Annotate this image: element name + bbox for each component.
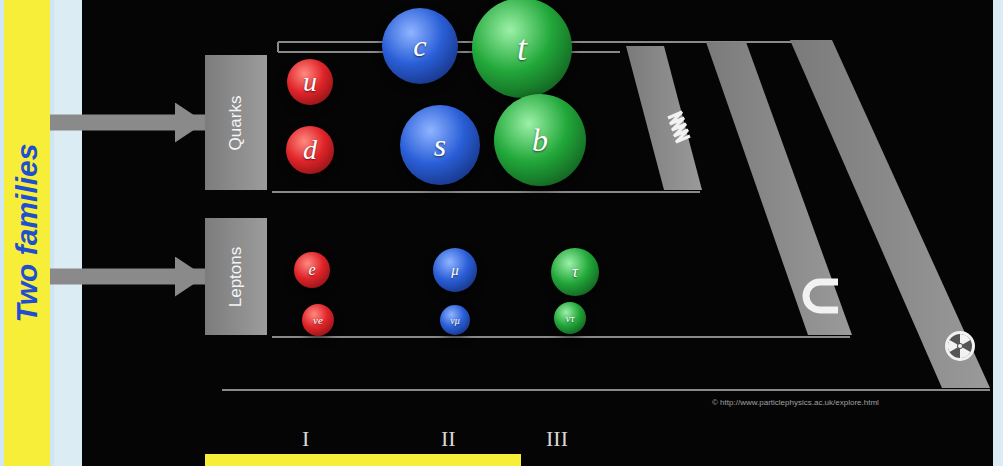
- generation-number: II: [441, 426, 456, 452]
- particle-sphere: νe: [302, 304, 334, 336]
- radiation-symbol: [944, 331, 975, 361]
- particle-symbol: u: [303, 66, 317, 98]
- particle-sphere: s: [400, 105, 480, 185]
- highlight-bar: [205, 454, 521, 466]
- bottom-floor-line: [222, 389, 990, 391]
- particle-symbol: νe: [313, 314, 323, 326]
- particle-sphere: τ: [551, 248, 599, 296]
- group-label: Quarks: [226, 95, 246, 150]
- particle-sphere: μ: [433, 248, 477, 292]
- magnet-symbol: [806, 282, 838, 310]
- quark-floor-line: [272, 191, 700, 193]
- lepton-floor-line: [272, 336, 850, 338]
- pointer-arrow: [50, 269, 205, 285]
- particle-sphere: e: [294, 252, 330, 288]
- particle-symbol: b: [532, 122, 548, 159]
- group-panel: Leptons: [205, 218, 267, 335]
- side-title: Two families: [10, 144, 44, 323]
- particle-sphere: ντ: [554, 302, 586, 334]
- strong-force-strip: [626, 46, 702, 190]
- bar-border: [0, 0, 54, 466]
- particle-symbol: νμ: [450, 315, 459, 326]
- spring-symbol: [668, 112, 690, 142]
- particle-symbol: t: [517, 27, 527, 69]
- particle-sphere: u: [287, 59, 333, 105]
- particle-symbol: e: [308, 261, 315, 279]
- particle-symbol: s: [434, 127, 446, 164]
- particle-symbol: d: [303, 134, 317, 166]
- particle-sphere: t: [472, 0, 572, 98]
- particle-symbol: μ: [451, 262, 459, 279]
- generation-number: I: [302, 426, 309, 452]
- particle-symbol: c: [413, 29, 426, 63]
- particle-symbol: τ: [572, 262, 578, 282]
- generation-number: III: [546, 426, 568, 452]
- particle-sphere: c: [382, 8, 458, 84]
- plane-edge: [277, 42, 279, 52]
- particle-sphere: d: [286, 126, 334, 174]
- group-label: Leptons: [226, 246, 246, 307]
- weak-force-strip: [790, 40, 990, 388]
- particle-sphere: νμ: [440, 305, 470, 335]
- pointer-arrow: [50, 115, 205, 131]
- particle-symbol: ντ: [566, 312, 575, 324]
- family-bar: Two families: [4, 0, 50, 466]
- group-panel: Quarks: [205, 55, 267, 190]
- particle-sphere: b: [494, 94, 586, 186]
- copyright-note: © http://www.particlephysics.ac.uk/explo…: [712, 398, 879, 407]
